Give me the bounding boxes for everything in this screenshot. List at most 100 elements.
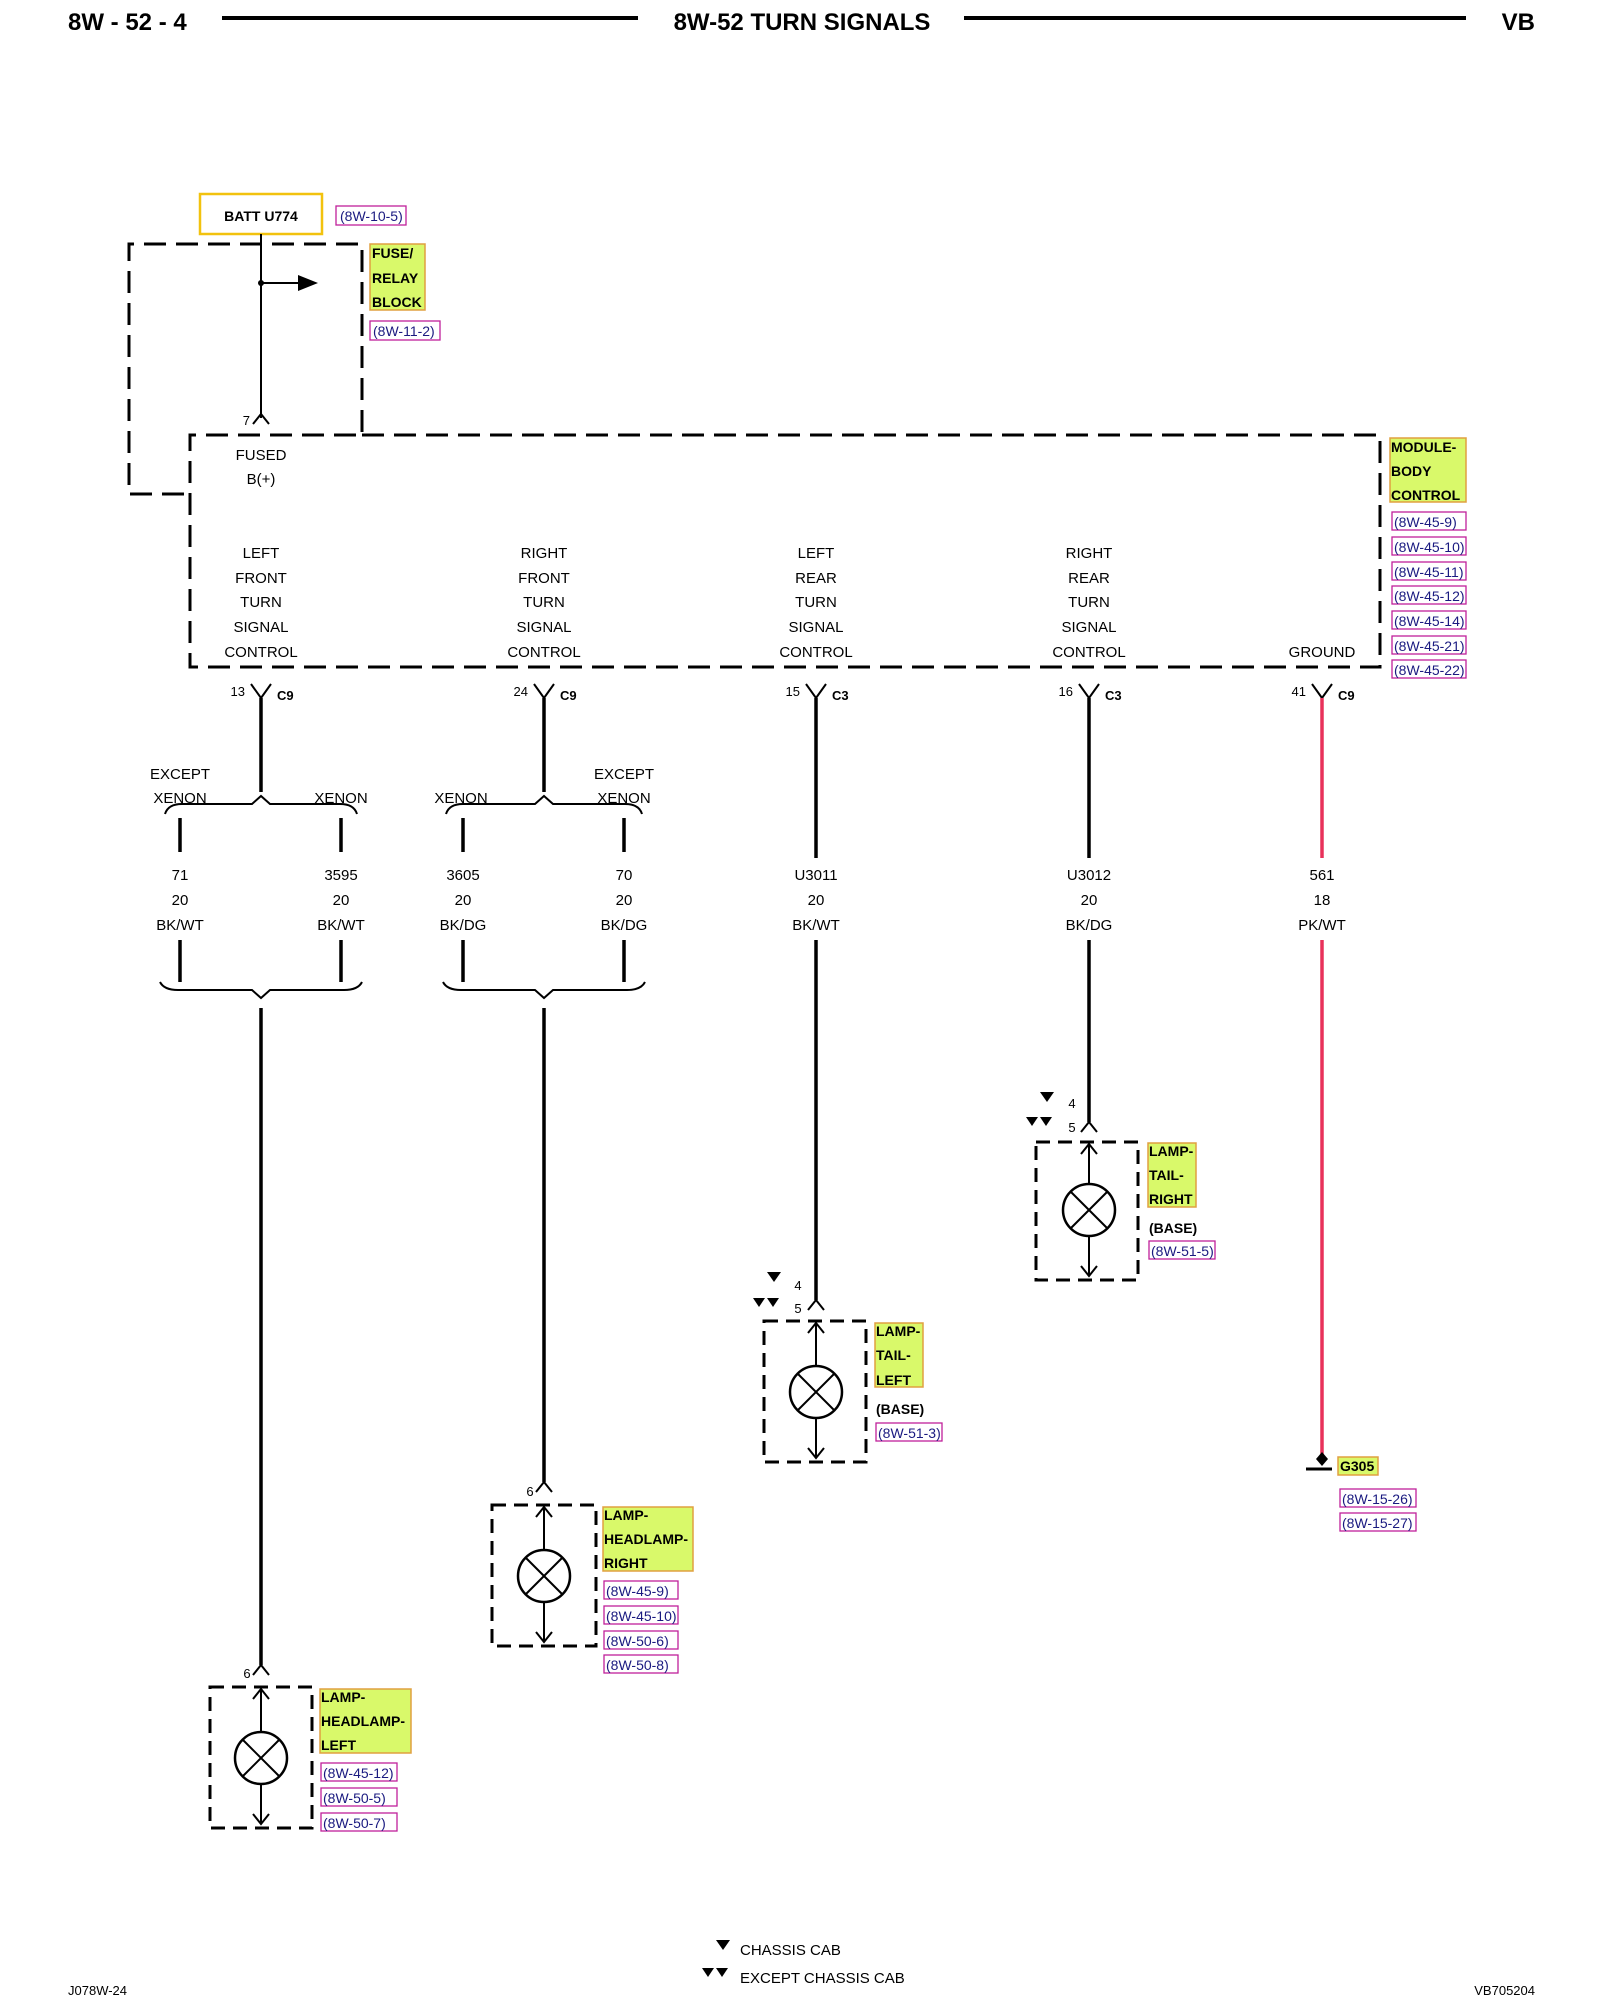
- wire-label-u3011: U3011 20 BK/WT: [792, 867, 840, 934]
- headlamp-right-ref-4[interactable]: (8W-50-8): [606, 1657, 669, 1673]
- function-right-rear: RIGHT REAR TURN SIGNAL CONTROL: [1052, 545, 1125, 661]
- headlamp-left-ref-1[interactable]: (8W-45-12): [323, 1765, 394, 1781]
- headlamp-right-ref-1[interactable]: (8W-45-9): [606, 1583, 669, 1599]
- ground-highlight: [1337, 1456, 1379, 1476]
- svg-text:CONTROL: CONTROL: [779, 644, 852, 661]
- svg-text:5: 5: [794, 1301, 801, 1316]
- ground-splice-dot: [1316, 1452, 1328, 1466]
- svg-text:3605: 3605: [446, 867, 479, 884]
- svg-text:BK/DG: BK/DG: [440, 917, 487, 934]
- ground-name: G305: [1340, 1458, 1374, 1474]
- svg-text:6: 6: [243, 1666, 250, 1681]
- svg-text:4: 4: [1068, 1096, 1075, 1111]
- lamp-headlamp-left: 6 LAMP- HEADLAMP- LEFT (8W-45-12) (8W-50…: [208, 1663, 412, 1832]
- svg-text:REAR: REAR: [1068, 570, 1110, 587]
- module-ref-2[interactable]: (8W-45-10): [1394, 539, 1465, 555]
- svg-text:SIGNAL: SIGNAL: [516, 619, 571, 636]
- splice-left-front-bottom: [159, 981, 363, 1000]
- ground-ref-box-2: [1339, 1512, 1417, 1532]
- fuse-pin: 7: [243, 413, 250, 428]
- svg-text:3595: 3595: [324, 867, 357, 884]
- fuse-block-label-1: FUSE/: [372, 245, 413, 261]
- svg-text:BK/DG: BK/DG: [1066, 917, 1113, 934]
- function-right-front: RIGHT FRONT TURN SIGNAL CONTROL: [507, 545, 580, 661]
- ground-ref-2[interactable]: (8W-15-27): [1342, 1515, 1413, 1531]
- headlamp-left-ref-3[interactable]: (8W-50-7): [323, 1815, 386, 1831]
- tail-right-ref[interactable]: (8W-51-5): [1151, 1243, 1214, 1259]
- wire-label-u3012: U3012 20 BK/DG: [1066, 867, 1113, 934]
- page-title: 8W-52 TURN SIGNALS: [674, 9, 931, 36]
- svg-text:BK/WT: BK/WT: [156, 917, 204, 934]
- svg-text:PK/WT: PK/WT: [1298, 917, 1346, 934]
- svg-text:20: 20: [808, 892, 825, 909]
- battery-ref[interactable]: (8W-10-5): [340, 208, 403, 224]
- legend-single-triangle-icon: [716, 1940, 730, 1950]
- svg-text:20: 20: [333, 892, 350, 909]
- svg-text:24: 24: [514, 684, 528, 699]
- svg-text:C9: C9: [277, 688, 294, 703]
- module-ref-1[interactable]: (8W-45-9): [1394, 514, 1457, 530]
- wire-label-561: 561 18 PK/WT: [1298, 867, 1346, 934]
- headlamp-right-ref-2[interactable]: (8W-45-10): [606, 1608, 677, 1624]
- svg-text:6: 6: [526, 1484, 533, 1499]
- svg-text:TURN: TURN: [240, 594, 282, 611]
- svg-text:C9: C9: [1338, 688, 1355, 703]
- ground-ref-1[interactable]: (8W-15-26): [1342, 1491, 1413, 1507]
- ground-ref-box-1: [1339, 1488, 1417, 1508]
- svg-text:U3011: U3011: [794, 867, 837, 884]
- svg-text:LEFT: LEFT: [798, 545, 835, 562]
- svg-text:CONTROL: CONTROL: [507, 644, 580, 661]
- tail-left-ref[interactable]: (8W-51-3): [878, 1425, 941, 1441]
- svg-text:20: 20: [172, 892, 189, 909]
- module-ref-7[interactable]: (8W-45-22): [1394, 662, 1465, 678]
- svg-text:U3012: U3012: [1067, 867, 1111, 884]
- connector-5: 41 C9: [1292, 683, 1355, 703]
- svg-text:13: 13: [231, 684, 245, 699]
- svg-text:4: 4: [794, 1278, 801, 1293]
- function-left-front: LEFT FRONT TURN SIGNAL CONTROL: [224, 545, 297, 661]
- svg-text:RIGHT: RIGHT: [1149, 1191, 1193, 1207]
- svg-text:TAIL-: TAIL-: [876, 1347, 911, 1363]
- module-label-1: MODULE-: [1391, 439, 1457, 455]
- svg-text:LAMP-: LAMP-: [321, 1689, 366, 1705]
- wire-label-70: 70 20 BK/DG: [601, 867, 648, 934]
- svg-text:REAR: REAR: [795, 570, 837, 587]
- svg-text:RIGHT: RIGHT: [521, 545, 568, 562]
- splice-lf-xenon-a: XENON: [153, 790, 206, 807]
- fused-label-1: FUSED: [236, 447, 287, 464]
- connector-4: 16 C3: [1059, 683, 1122, 703]
- legend-double-triangle-icon: [702, 1968, 714, 1977]
- module-label-3: CONTROL: [1391, 487, 1461, 503]
- module-ref-5[interactable]: (8W-45-14): [1394, 613, 1465, 629]
- svg-text:RIGHT: RIGHT: [604, 1555, 648, 1571]
- wire-label-71: 71 20 BK/WT: [156, 867, 204, 934]
- headlamp-left-ref-2[interactable]: (8W-50-5): [323, 1790, 386, 1806]
- wire-label-3595: 3595 20 BK/WT: [317, 867, 365, 934]
- double-triangle-icon: [1026, 1117, 1038, 1126]
- fuse-ref-box: [369, 320, 441, 341]
- legend-single-label: CHASSIS CAB: [740, 1942, 841, 1959]
- svg-text:LEFT: LEFT: [876, 1372, 911, 1388]
- footer-right: VB705204: [1474, 1983, 1535, 1998]
- module-ref-6[interactable]: (8W-45-21): [1394, 638, 1465, 654]
- fuse-block-label-3: BLOCK: [372, 294, 422, 310]
- legend-double-label: EXCEPT CHASSIS CAB: [740, 1970, 905, 1987]
- fuse-arrow-head: [298, 275, 318, 291]
- module-ref-4[interactable]: (8W-45-12): [1394, 588, 1465, 604]
- svg-text:FRONT: FRONT: [235, 570, 287, 587]
- module-ref-3[interactable]: (8W-45-11): [1394, 564, 1464, 580]
- fuse-block-ref[interactable]: (8W-11-2): [373, 323, 435, 339]
- svg-text:(BASE): (BASE): [876, 1401, 924, 1417]
- splice-right-front-bottom: [442, 981, 646, 1000]
- header-code: VB: [1502, 9, 1535, 36]
- function-left-rear: LEFT REAR TURN SIGNAL CONTROL: [779, 545, 852, 661]
- lamp-tail-right: 4 5 LAMP- TAIL- RIGHT (BASE) (8W-51-5): [1026, 1092, 1216, 1282]
- module-label-2: BODY: [1391, 463, 1432, 479]
- page-number: 8W - 52 - 4: [68, 9, 187, 36]
- svg-text:C3: C3: [832, 688, 849, 703]
- svg-text:HEADLAMP-: HEADLAMP-: [321, 1713, 405, 1729]
- headlamp-right-ref-3[interactable]: (8W-50-6): [606, 1633, 669, 1649]
- svg-text:LAMP-: LAMP-: [1149, 1143, 1194, 1159]
- fuse-block-highlight: [369, 243, 426, 311]
